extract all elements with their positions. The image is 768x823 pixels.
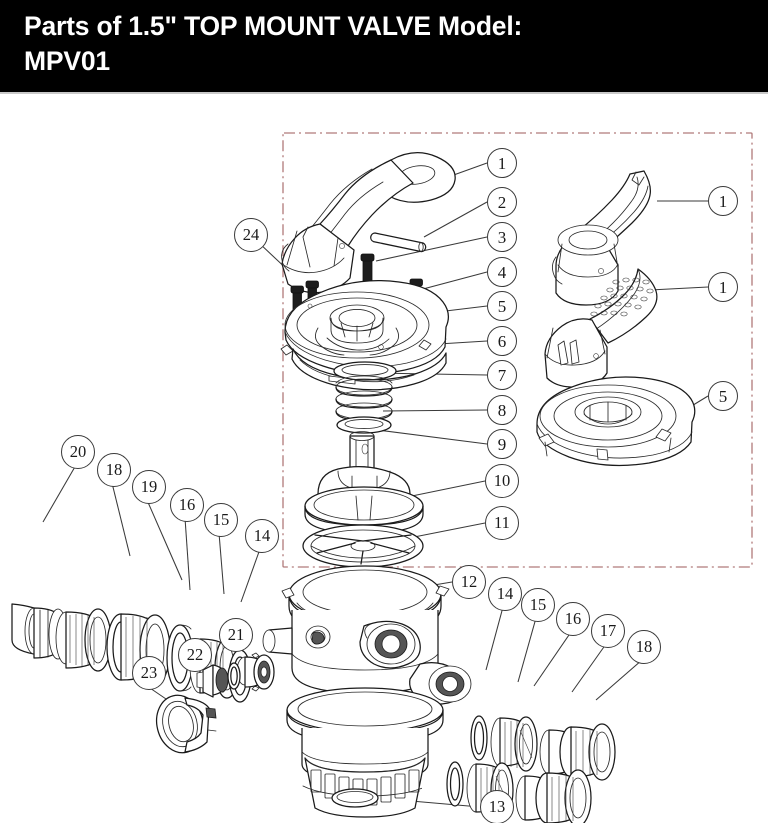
- callout-12: 12: [452, 565, 486, 599]
- part-drain-plug-22: [196, 664, 229, 698]
- diagram-canvas: .ln { fill:none; stroke:#1a1a1a; stroke-…: [0, 94, 768, 823]
- part-barrel-connector-20: [11, 603, 68, 660]
- callout-9: 9: [487, 429, 517, 459]
- callout-21: 21: [219, 618, 253, 652]
- callout-19: 19: [132, 470, 166, 504]
- callout-13: 13: [480, 790, 514, 823]
- callout-1: 1: [708, 272, 738, 302]
- callout-2: 2: [487, 187, 517, 217]
- callout-1: 1: [708, 186, 738, 216]
- part-rotor-diverter: [304, 431, 424, 534]
- part-valve-cover-alt: [536, 376, 696, 467]
- part-body-oring: [331, 788, 379, 808]
- callout-1: 1: [487, 148, 517, 178]
- part-handle-variant-b: [544, 268, 658, 388]
- exploded-view-drawing: .ln { fill:none; stroke:#1a1a1a; stroke-…: [11, 132, 753, 823]
- part-upper-spring-washer: [333, 361, 397, 381]
- callout-17: 17: [591, 614, 625, 648]
- callout-5: 5: [487, 291, 517, 321]
- page-title: Parts of 1.5" TOP MOUNT VALVE Model: MPV…: [24, 11, 523, 76]
- callout-24: 24: [234, 218, 268, 252]
- part-lower-spring-washer: [336, 416, 392, 434]
- callout-20: 20: [61, 435, 95, 469]
- callout-16: 16: [170, 488, 204, 522]
- part-handle-variant-a: [551, 170, 651, 306]
- part-valve-cover: [280, 280, 450, 375]
- callout-18: 18: [627, 630, 661, 664]
- callout-18: 18: [97, 453, 131, 487]
- part-handle-lever-main: [281, 152, 456, 294]
- title-bar: Parts of 1.5" TOP MOUNT VALVE Model: MPV…: [0, 0, 768, 92]
- part-valve-body: [262, 565, 472, 818]
- callout-5: 5: [708, 381, 738, 411]
- leader-lines-left: [42, 464, 261, 603]
- leader-lines-lower-right: [485, 606, 643, 701]
- part-union-nut-18: [55, 608, 112, 672]
- callout-23: 23: [132, 656, 166, 690]
- callout-10: 10: [485, 464, 519, 498]
- part-drain-boss-21: [236, 652, 275, 692]
- callout-7: 7: [487, 360, 517, 390]
- callout-6: 6: [487, 326, 517, 356]
- callout-4: 4: [487, 257, 517, 287]
- callout-3: 3: [487, 222, 517, 252]
- title-divider: [0, 92, 768, 94]
- callout-22: 22: [178, 638, 212, 672]
- callout-14: 14: [245, 519, 279, 553]
- part-sight-cap-23: [155, 694, 217, 754]
- assembly-group-box: [282, 132, 753, 568]
- callout-14: 14: [488, 577, 522, 611]
- callout-16: 16: [556, 602, 590, 636]
- part-roll-pin: [370, 232, 427, 253]
- part-drain-seal-ring: [227, 662, 241, 690]
- callout-11: 11: [485, 506, 519, 540]
- callout-15: 15: [521, 588, 555, 622]
- callout-15: 15: [204, 503, 238, 537]
- part-spider-gasket: [302, 524, 424, 568]
- callout-8: 8: [487, 395, 517, 425]
